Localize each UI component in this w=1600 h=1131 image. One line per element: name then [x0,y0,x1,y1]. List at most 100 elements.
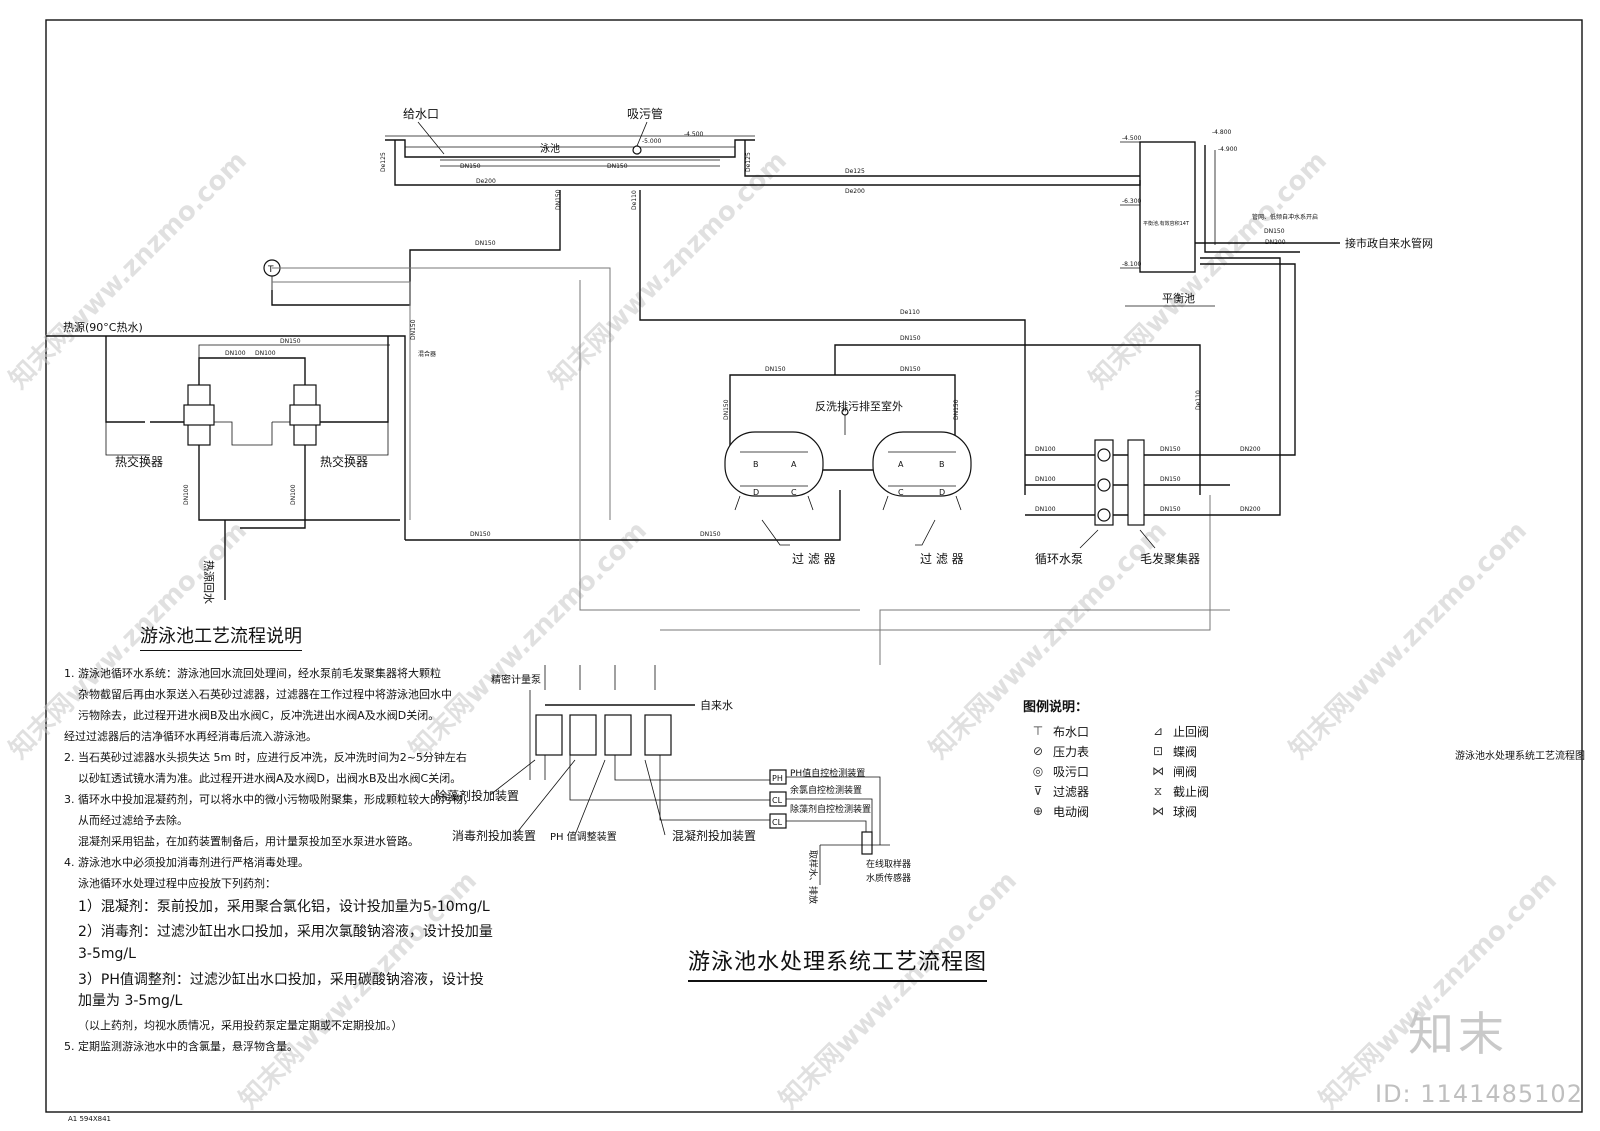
ball-valve-icon: ⋈ [1152,804,1164,818]
filter-2-label: 过 滤 器 [920,552,964,566]
sheet-note: A1 594X841 [68,1115,111,1123]
electric-valve-icon: ⊕ [1032,804,1044,818]
svg-text:DN150: DN150 [900,335,921,342]
heat-exchanger-1-label: 热交换器 [115,454,163,469]
description-line: 污物除去，此过程开进水阀B及出水阀C，反冲洗进出水阀A及水阀D关闭。 [78,709,440,723]
heat-exchanger-2-label: 热交换器 [320,454,368,469]
description-line: 3）PH值调整剂：过滤沙缸出水口投加，采用碳酸钠溶液，设计投加量为 3-5mg/… [78,971,484,1010]
description-line: （以上药剂，均视水质情况，采用投药泵定量定期或不定期投加。） [78,1018,403,1032]
strainer-icon: ⊽ [1033,784,1043,798]
svg-text:DN150: DN150 [900,366,921,373]
svg-text:B: B [939,460,945,469]
watermark-10: 知末网www.znzmo.com [1314,866,1563,1115]
disinfectant-label: 消毒剂投加装置 [452,828,536,843]
sampler-label: 在线取样器 [866,858,911,870]
description-line: 以砂缸透试镜水清为准。此过程开进水阀A及水阀D，出阀水B及出水阀C关闭。 [78,772,462,786]
sample-drain-label: 取样水、排放 [807,850,819,904]
svg-text:DN150: DN150 [723,399,730,420]
svg-text:平衡池,有效容积14T: 平衡池,有效容积14T [1143,220,1190,227]
svg-text:D: D [939,488,945,497]
dosing-tank-3 [604,714,632,756]
svg-text:DN200: DN200 [1240,506,1261,513]
svg-text:De125: De125 [845,168,865,175]
pool-label: 泳池 [540,142,560,155]
sheet-frame [45,19,1583,1113]
pump-label: 循环水泵 [1035,552,1083,566]
svg-text:DN100: DN100 [183,484,190,505]
cl-detect-label: 余氯自控检测装置 [790,784,862,796]
legend-row: ⊽过滤器 ⧖截止阀 [1023,781,1263,801]
filters: B A D C A B C D 过 滤 器 过 滤 器 DN150 DN150 [723,399,972,566]
svg-text:DN150: DN150 [765,366,786,373]
svg-text:De110: De110 [1195,390,1202,410]
svg-text:De200: De200 [476,178,496,185]
description-line: 混凝剂采用铝盐，在加药装置制备后，用计量泵投加至水泵进水管路。 [78,835,419,849]
dosing-pump-label: 精密计量泵 [491,673,541,686]
description-line: 3. 循环水中投加混凝药剂，可以将水中的微小污物吸附聚集，形成颗粒较大的污物， [64,793,474,807]
algaecide-label: 除藻剂投加装置 [435,788,519,803]
dosing-tank-2 [569,714,597,756]
svg-text:DN150: DN150 [607,163,628,170]
suction-pipe-label: 吸污管 [627,106,663,121]
legend-row: ⊕ 电动阀 ⋈ 球阀 [1023,801,1263,821]
heat-exchanger-area: 热源(90°C热水) DN150 DN150 T 热交换器 热交换器 DN100… [46,189,611,604]
main-title: 游泳池水处理系统工艺流程图 [688,944,988,982]
backwash-label: 反洗排污排至室外 [815,399,903,413]
circulation-pumps: DN100 DN100 DN100 DN150 DN150 DN150 DN20… [1025,439,1261,566]
svg-text:B: B [753,460,759,469]
suction-port-icon [632,145,642,155]
sensor-label: 水质传感器 [866,872,911,884]
svg-text:A: A [898,460,904,469]
svg-text:C: C [791,488,797,497]
svg-text:De125: De125 [745,152,752,172]
legend-label: 止回阀 [1173,724,1210,739]
check-valve-icon: ⊿ [1152,724,1164,738]
legend-label: 球阀 [1173,804,1198,819]
svg-text:DN100: DN100 [225,350,246,357]
legend-row: ⊘压力表 ⊡蝶阀 [1023,741,1263,761]
brand-logo: 知末 [1408,1007,1508,1061]
svg-text:混合器: 混合器 [418,350,436,358]
watermark-7: 知末网www.znzmo.com [1284,516,1533,765]
legend-label: 布水口 [1053,724,1090,739]
description-line: 5. 定期监测游泳池水中的含氯量，悬浮物含量。 [64,1040,298,1053]
outlet-icon: ⊤ [1032,724,1044,738]
svg-text:DN150: DN150 [1160,476,1181,483]
svg-text:CL: CL [772,818,783,827]
city-water-label: 接市政自来水管网 [1345,236,1433,250]
legend-label: 压力表 [1053,744,1090,759]
legend-label: 闸阀 [1173,764,1198,779]
svg-text:-6.300: -6.300 [1122,198,1142,205]
svg-text:-4.800: -4.800 [1212,129,1232,136]
legend-title: 图例说明： [1023,700,1089,715]
description-line: 经过过滤器后的洁净循环水再经消毒后流入游泳池。 [64,730,317,744]
svg-text:DN100: DN100 [255,350,276,357]
svg-text:DN150: DN150 [475,240,496,247]
main-lines: DN150 DN150 De110 De110 DN150 De110 DN15… [405,190,1230,665]
description-line: 2. 当石英砂过滤器水头损失达 5m 时，应进行反冲洗，反冲洗时间为2~5分钟左… [64,751,467,765]
svg-text:DN150: DN150 [410,319,417,340]
description-line: 杂物截留后再由水泵送入石英砂过滤器，过滤器在工作过程中将游泳池回水中 [78,688,452,702]
svg-text:DN100: DN100 [1035,476,1056,483]
svg-text:-5.000: -5.000 [642,138,662,145]
svg-text:-4.500: -4.500 [684,131,704,138]
svg-text:DN150: DN150 [280,338,301,345]
svg-text:DN100: DN100 [1035,446,1056,453]
legend-label: 电动阀 [1053,804,1090,819]
svg-text:DN150: DN150 [700,531,721,538]
svg-text:DN150: DN150 [1160,446,1181,453]
svg-text:-4.900: -4.900 [1218,146,1238,153]
description-line: 4. 游泳池水中必须投加消毒剂进行严格消毒处理。 [64,856,309,870]
heat-return-label: 热源回水 [202,560,216,604]
svg-text:DN150: DN150 [1160,506,1181,513]
balance-tank: -4.500 -6.300 -8.100 平衡池,有效容积14T 平衡池 -4.… [1120,129,1433,516]
filter-2 [872,431,972,497]
svg-text:De110: De110 [631,190,638,210]
ph-adjust-label: PH 值调整装置 [550,830,617,843]
ph-detect-label: PH值自控检测装置 [790,767,865,779]
gate-valve-icon: ⋈ [1152,764,1164,778]
balance-tank-label: 平衡池 [1162,292,1195,305]
pressure-gauge-icon: ⊘ [1032,744,1044,758]
svg-text:DN150: DN150 [460,163,481,170]
